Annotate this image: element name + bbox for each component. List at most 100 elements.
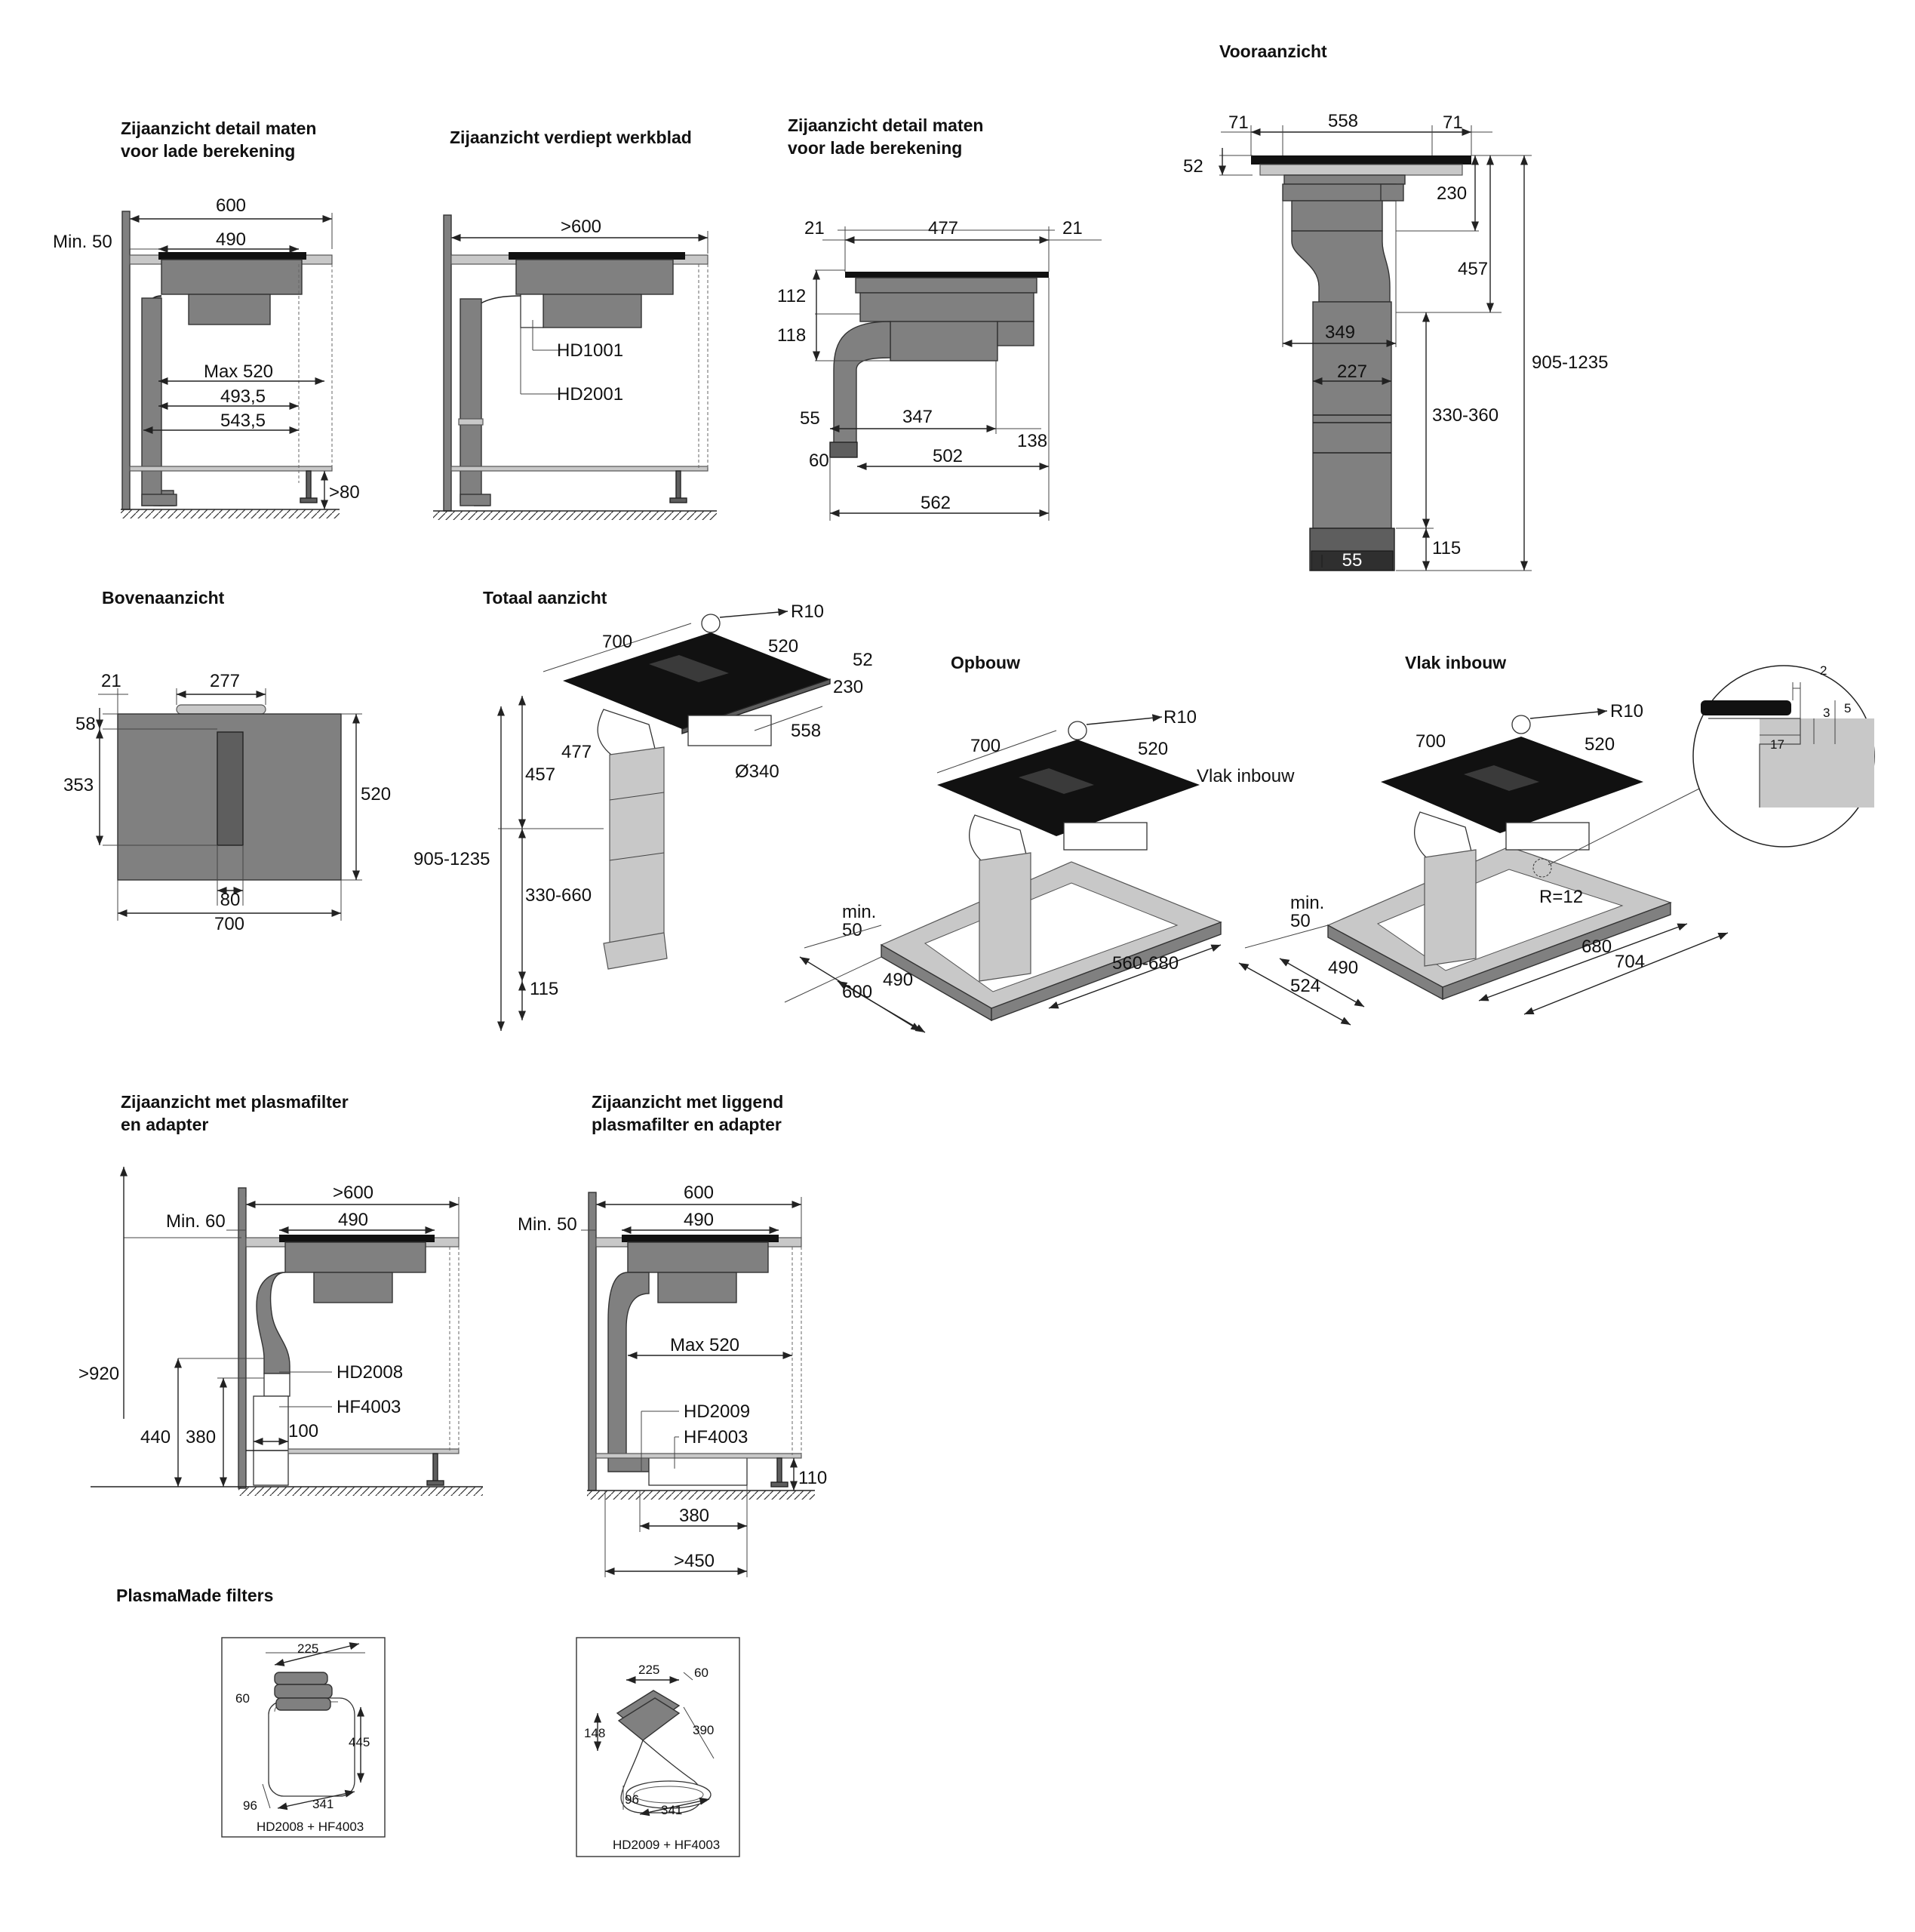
- label-341: 341: [661, 1803, 682, 1817]
- motor-box: [1063, 822, 1148, 851]
- duct: [607, 1272, 650, 1472]
- label-490: 490: [1328, 958, 1358, 978]
- label-min50: Min. 50: [53, 232, 112, 252]
- label-520: 520: [1585, 734, 1615, 755]
- wall: [238, 1187, 247, 1489]
- motor-housing: [1282, 183, 1397, 202]
- duct-tower: [609, 746, 665, 944]
- label-380: 380: [679, 1506, 709, 1526]
- duct-joint: [458, 418, 484, 426]
- title-top: Bovenaanzicht: [102, 588, 225, 608]
- label-gt600: >600: [561, 217, 601, 237]
- duct: [833, 321, 891, 445]
- caption-filter-1: HD2008 + HF4003: [257, 1820, 364, 1834]
- motor-housing: [657, 1272, 737, 1303]
- duct-tower: [1424, 849, 1477, 967]
- label-353: 353: [63, 775, 94, 795]
- label-558: 558: [791, 721, 821, 741]
- label-r10: R10: [1610, 701, 1643, 721]
- glass-edge: [1701, 700, 1791, 715]
- label-hd2009: HD2009: [684, 1401, 750, 1422]
- hob-glass: [845, 272, 1049, 278]
- label-max520: Max 520: [670, 1335, 739, 1355]
- hob-body: [627, 1241, 769, 1273]
- hob-glass: [279, 1235, 435, 1242]
- label-r10: R10: [791, 601, 824, 622]
- motor-housing: [313, 1272, 393, 1303]
- label-700: 700: [214, 914, 244, 934]
- label-min60: Min. 60: [166, 1211, 226, 1232]
- label-96: 96: [243, 1798, 257, 1813]
- wall: [588, 1192, 597, 1491]
- label-min-50: 50: [842, 920, 862, 940]
- plasma-filter-lying: [648, 1456, 748, 1486]
- wall: [121, 211, 131, 510]
- filter-hd2009: 225 60 148 390 96 341 HD2009 + HF4003: [576, 1637, 740, 1857]
- label-330: 330-660: [525, 885, 592, 906]
- hob-body: [515, 259, 674, 295]
- hob-glass: [1251, 155, 1471, 165]
- label-80: 80: [220, 890, 241, 910]
- label-277: 277: [210, 671, 240, 691]
- label-a21: 21: [804, 218, 825, 238]
- label-min: min.: [842, 902, 876, 922]
- label-700: 700: [602, 632, 632, 652]
- label-600: 600: [216, 195, 246, 216]
- label-445: 445: [349, 1735, 370, 1749]
- motor-housing: [890, 321, 998, 361]
- motor-housing: [188, 294, 271, 325]
- title-plasma-lying-line1: Zijaanzicht met liggend: [592, 1092, 783, 1112]
- label-60: 60: [694, 1666, 709, 1680]
- label-max520: Max 520: [204, 361, 273, 382]
- title-surface: Opbouw: [951, 653, 1020, 672]
- label-230: 230: [1437, 183, 1467, 204]
- view-flush: 700 520 R10 Vlak inbouw R=12 min. 50 490…: [1197, 663, 1875, 1026]
- label-457: 457: [525, 764, 555, 785]
- label-115: 115: [530, 979, 558, 999]
- label-600: 600: [684, 1183, 714, 1203]
- label-vlak-overlap: Vlak inbouw: [1197, 766, 1295, 786]
- hob-body: [859, 292, 1034, 322]
- label-a71: 71: [1228, 112, 1249, 133]
- duct: [460, 298, 482, 503]
- label-r10: R10: [1163, 707, 1197, 728]
- label-700: 700: [1416, 731, 1446, 752]
- view-titles: Zijaanzicht detail maten voor lade berek…: [102, 42, 1506, 1605]
- view-surface: 700 520 R10 min. 50 490 600 560-680: [784, 707, 1222, 1033]
- label-r12: R=12: [1539, 887, 1583, 907]
- label-5435: 543,5: [220, 411, 266, 431]
- label-gt920: >920: [78, 1364, 119, 1384]
- label-b21: 21: [1062, 218, 1083, 238]
- label-z3: 3: [1823, 706, 1830, 720]
- title-side-drawer-1-line1: Zijaanzicht detail maten: [121, 118, 316, 138]
- filter-hd2008: 225 60 445 96 341 HD2008 + HF4003: [221, 1637, 386, 1838]
- label-96: 96: [625, 1792, 639, 1807]
- title-side-drawer-2-line1: Zijaanzicht detail maten: [788, 115, 983, 135]
- adapter: [263, 1373, 290, 1397]
- label-min: min.: [1290, 893, 1324, 913]
- label-600: 600: [842, 982, 872, 1002]
- title-flush: Vlak inbouw: [1405, 653, 1506, 672]
- duct-foot: [141, 494, 177, 506]
- label-55: 55: [1342, 550, 1363, 571]
- label-138: 138: [1017, 431, 1047, 451]
- title-plasma-lying-line2: plasmafilter en adapter: [592, 1115, 782, 1134]
- title-plasma-side-line1: Zijaanzicht met plasmafilter: [121, 1092, 349, 1112]
- title-side-deep: Zijaanzicht verdiept werkblad: [450, 128, 692, 147]
- duct-vertical: [141, 297, 162, 506]
- label-227: 227: [1337, 361, 1367, 382]
- adapter: [520, 294, 544, 328]
- label-340: Ø340: [735, 761, 779, 782]
- label-490: 490: [684, 1210, 714, 1230]
- label-390: 390: [693, 1723, 714, 1737]
- label-341: 341: [312, 1797, 334, 1811]
- label-b71: 71: [1443, 112, 1463, 133]
- label-60: 60: [809, 451, 829, 471]
- wall: [443, 214, 452, 512]
- label-118: 118: [777, 325, 806, 346]
- extraction-slot: [217, 731, 244, 846]
- label-905: 905-1235: [1532, 352, 1608, 373]
- view-side-drawer-1: 600 490 Min. 50 Max 520 493,5 543,5 >80: [53, 195, 360, 518]
- label-490: 490: [338, 1210, 368, 1230]
